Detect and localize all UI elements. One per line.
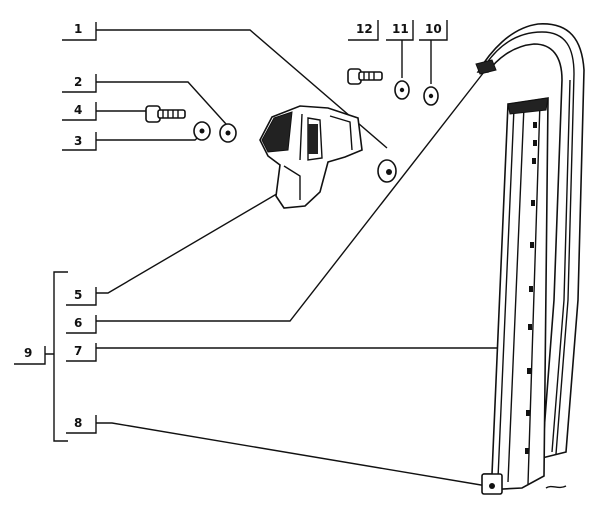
callout-3-leader: [62, 132, 204, 151]
callout-12-leader: [348, 20, 379, 41]
bottom-fixing-part-8: [481, 473, 567, 495]
nut-part-1: [377, 159, 397, 183]
group-9-bracket: [53, 271, 68, 442]
callout-7[interactable]: 7: [66, 343, 502, 362]
callout-7-label: 7: [74, 344, 82, 358]
callout-9-leader: [14, 346, 54, 365]
callout-10-leader: [419, 20, 448, 84]
callout-1[interactable]: 1: [62, 22, 388, 149]
callout-2-leader: [62, 74, 227, 125]
callout-9-label: 9: [24, 346, 32, 360]
callout-10-label: 10: [425, 22, 442, 36]
seal-strip-part-6: [475, 23, 585, 460]
callout-2[interactable]: 2: [62, 74, 227, 125]
callout-4[interactable]: 4: [62, 102, 146, 121]
callout-11[interactable]: 11: [386, 20, 414, 78]
callout-4-label: 4: [74, 103, 82, 117]
window-bracket-part-5: [259, 105, 363, 209]
callout-6[interactable]: 6: [66, 71, 485, 334]
callout-3-label: 3: [74, 134, 82, 148]
washer-part-10: [423, 86, 439, 106]
callout-8[interactable]: 8: [66, 415, 488, 487]
callout-5[interactable]: 5: [66, 191, 281, 306]
callout-12-label: 12: [356, 22, 373, 36]
bolt-part-4: [145, 105, 186, 123]
callout-11-label: 11: [392, 22, 409, 36]
callout-2-label: 2: [74, 75, 82, 89]
callout-11-leader: [386, 20, 414, 78]
callout-9[interactable]: 9: [14, 271, 68, 442]
callout-6-leader: [66, 71, 485, 334]
callout-12[interactable]: 12: [348, 20, 379, 41]
window-channel-part-7: [483, 97, 549, 491]
callout-8-leader: [66, 415, 488, 487]
callout-5-leader: [66, 191, 281, 306]
callout-7-leader: [66, 343, 502, 362]
screw-part-12: [347, 68, 383, 85]
washer-part-3: [193, 121, 211, 141]
callout-10[interactable]: 10: [419, 20, 448, 84]
callout-3[interactable]: 3: [62, 132, 204, 151]
callout-1-leader: [62, 22, 388, 149]
callout-5-label: 5: [74, 288, 82, 302]
callout-6-label: 6: [74, 316, 82, 330]
callout-8-label: 8: [74, 416, 82, 430]
washer-part-11: [394, 80, 410, 100]
washer-part-2: [219, 123, 237, 143]
callout-4-leader: [62, 102, 146, 121]
callout-1-label: 1: [74, 22, 82, 36]
